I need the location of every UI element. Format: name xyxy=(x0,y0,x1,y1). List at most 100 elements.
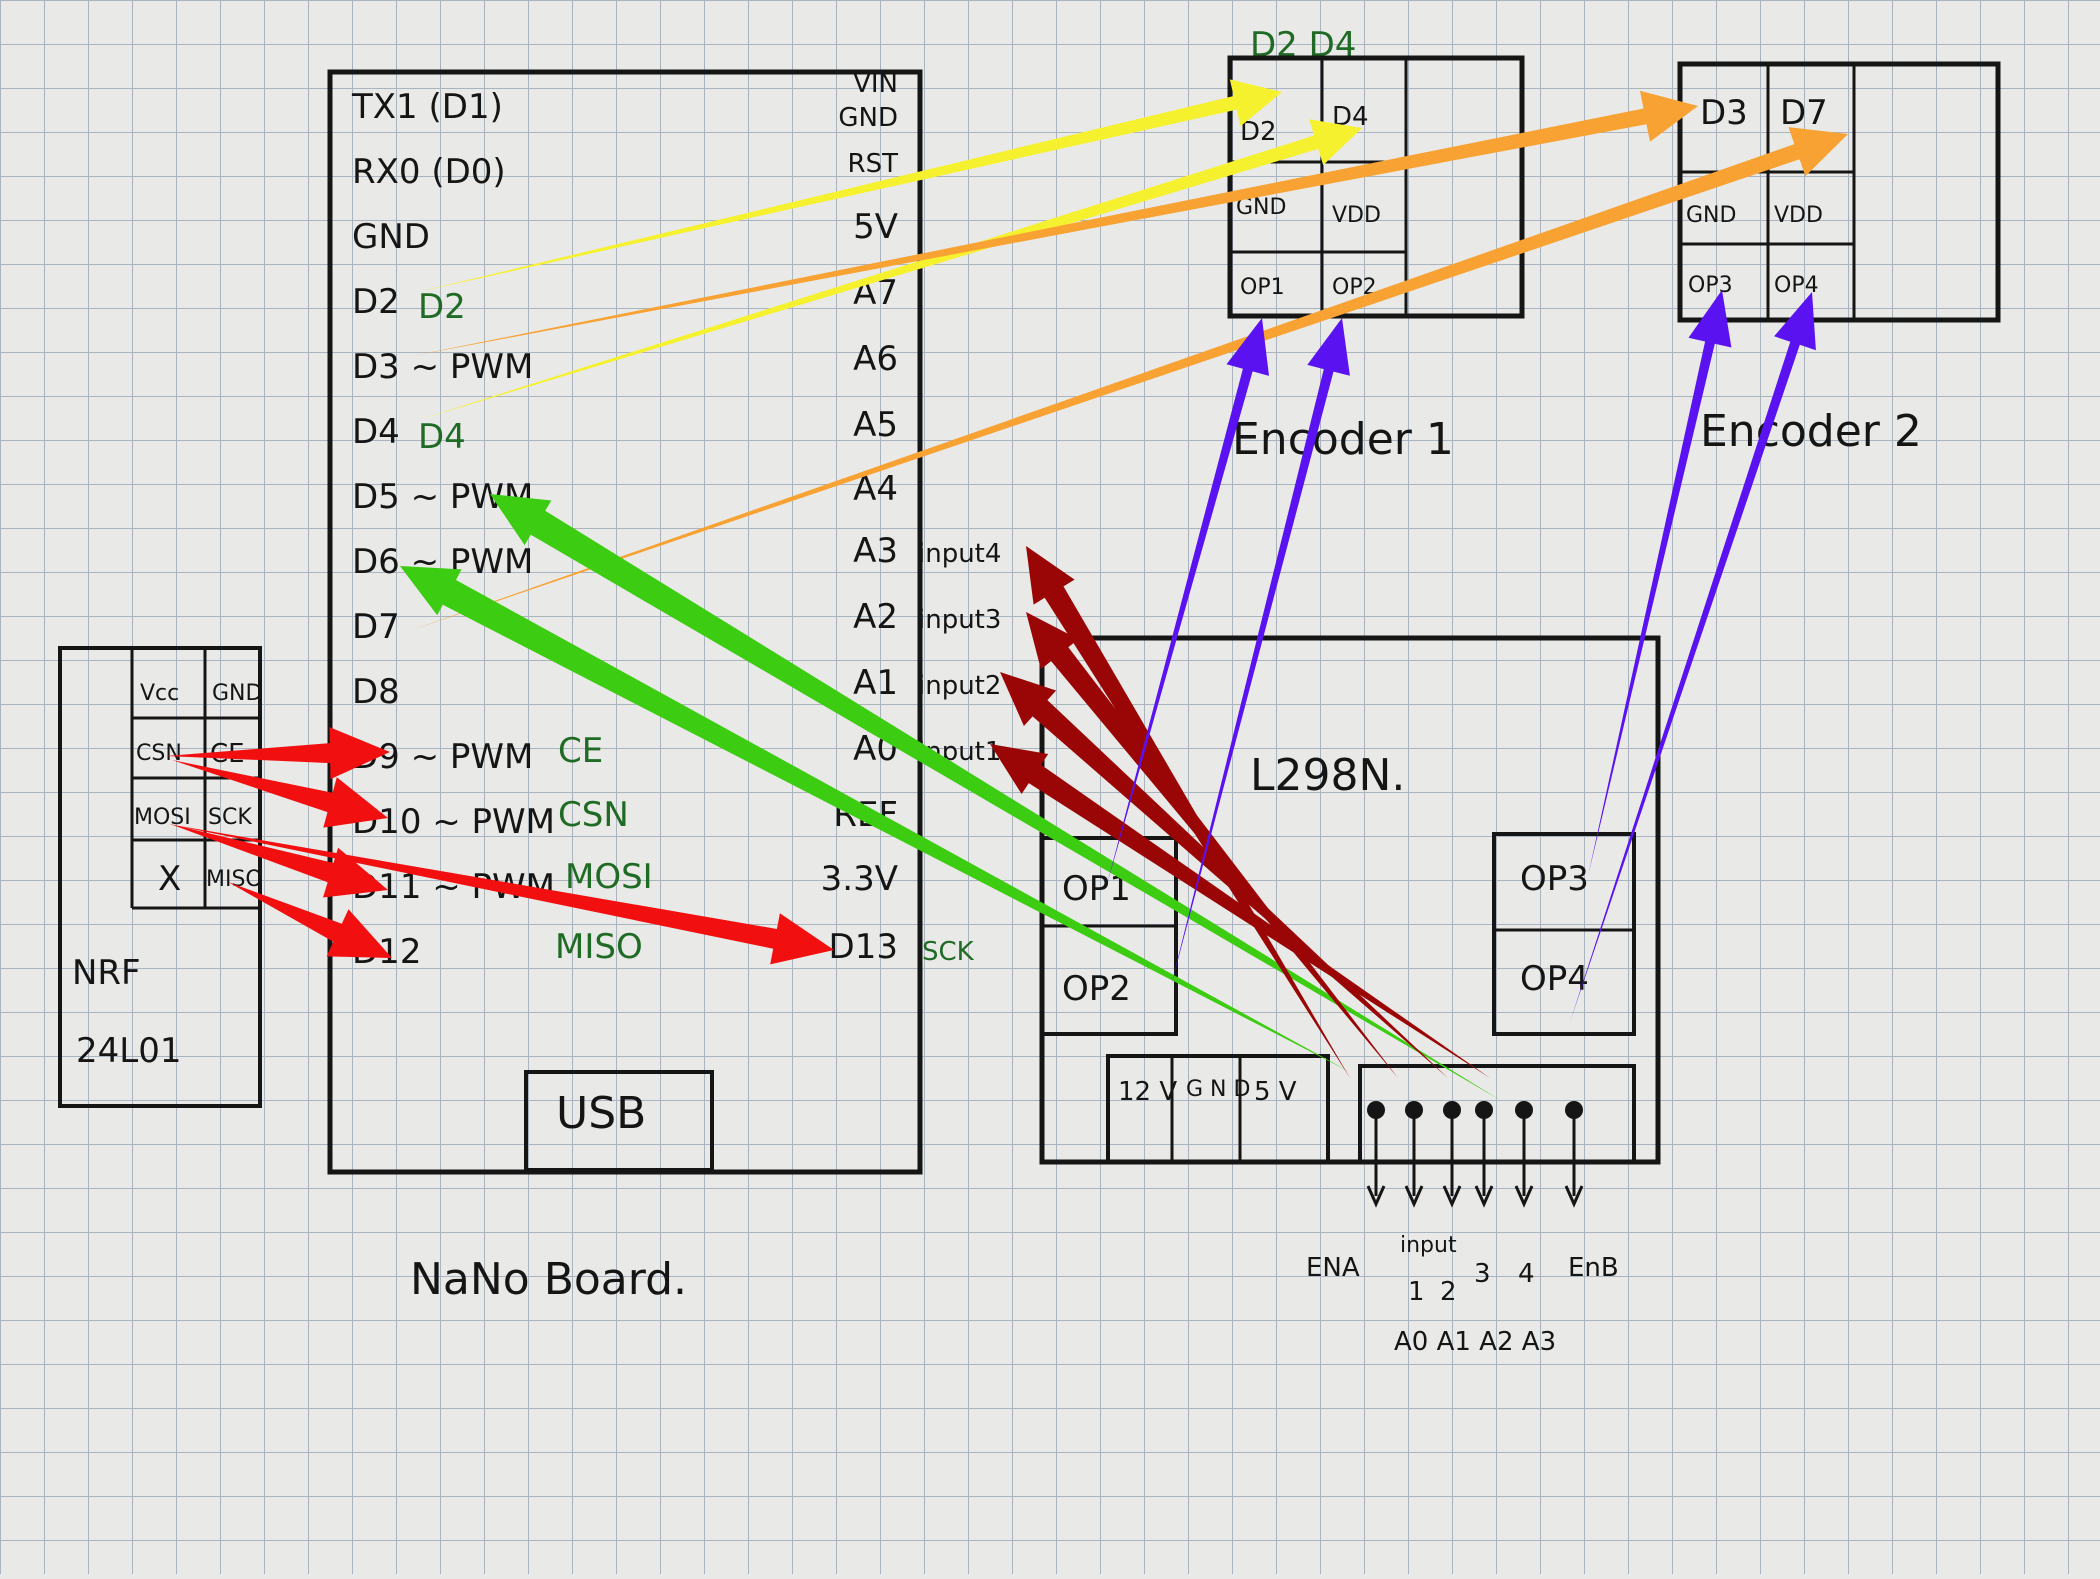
nrf-pin-miso: MISO xyxy=(206,867,263,892)
arrow-green xyxy=(490,494,1500,1100)
nano-right-pin: A1 xyxy=(853,663,898,703)
nrf-pin-x: X xyxy=(158,859,181,899)
nano-right-pin: A3 xyxy=(853,531,898,571)
encoder2-cell-gnd: GND xyxy=(1686,203,1736,228)
arrow-red xyxy=(170,824,388,898)
nrf-name-line1: NRF xyxy=(72,953,141,993)
l298n-name: L298N. xyxy=(1250,750,1405,801)
encoder2-cell-op3: OP3 xyxy=(1688,273,1733,298)
usb-label: USB xyxy=(556,1088,646,1139)
encoder1-name: Encoder 1 xyxy=(1232,414,1454,465)
nano-left-pin: D3 ~ PWM xyxy=(352,347,533,387)
nano-note-input4: input4 xyxy=(918,539,1001,569)
l298n-op2: OP2 xyxy=(1062,969,1131,1009)
arrow-orange xyxy=(412,127,1848,630)
nano-note-input2: input2 xyxy=(918,671,1001,701)
encoder2-name: Encoder 2 xyxy=(1700,406,1922,457)
nano-note-mosi: MOSI xyxy=(565,857,653,897)
nano-board-name: NaNo Board. xyxy=(410,1254,687,1305)
encoder2-cell-d3: D3 xyxy=(1700,93,1748,133)
header-pin xyxy=(1515,1101,1533,1119)
nrf-pin-gnd: GND xyxy=(212,681,262,706)
arrow-red xyxy=(228,882,392,958)
nrf-pin-vcc: Vcc xyxy=(140,681,179,706)
usb-port xyxy=(524,1070,714,1172)
arrow-green xyxy=(400,566,1350,1072)
header-pin-arrowhead xyxy=(1514,1185,1534,1208)
l298n-label-enb: EnB xyxy=(1568,1253,1619,1283)
l298n-5v: 5 V xyxy=(1254,1077,1297,1107)
nano-right-pin: GND xyxy=(838,103,898,133)
nano-note-miso: MISO xyxy=(555,927,643,967)
header-pin-arrowhead xyxy=(1564,1185,1584,1208)
nano-note-sck: SCK xyxy=(922,937,975,967)
header-pin xyxy=(1367,1101,1385,1119)
nano-left-pin: D4 xyxy=(352,412,400,452)
l298n-label-2: 2 xyxy=(1440,1277,1457,1307)
nano-left-pin: D7 xyxy=(352,607,400,647)
nrf-pin-mosi: MOSI xyxy=(134,805,191,830)
nano-right-pin: A6 xyxy=(853,339,898,379)
encoder1-cell-op1: OP1 xyxy=(1240,275,1285,300)
header-pin-arrowhead xyxy=(1404,1185,1424,1208)
arrow-red xyxy=(172,760,388,828)
encoder2-cell-d7: D7 xyxy=(1780,93,1828,133)
l298n-label-3: 3 xyxy=(1474,1259,1491,1289)
nano-right-pin: A2 xyxy=(853,597,898,637)
nano-left-pin: TX1 (D1) xyxy=(351,87,503,127)
l298n-label-1: 1 xyxy=(1408,1277,1425,1307)
l298n-op-right-block xyxy=(1492,832,1636,1036)
nano-note-csn: CSN xyxy=(558,795,629,835)
nano-left-pin: D2 xyxy=(352,282,400,322)
nrf-name-line2: 24L01 xyxy=(76,1031,181,1071)
nano-note-d2: D2 xyxy=(418,287,466,327)
nano-right-pin: RST xyxy=(848,149,899,179)
nano-left-pin: GND xyxy=(352,217,430,257)
nano-right-pin: A5 xyxy=(853,405,898,445)
nrf-pin-csn: CSN xyxy=(136,741,182,766)
header-pin-arrowhead xyxy=(1474,1185,1494,1208)
nrf-outline xyxy=(58,646,262,1108)
l298n-label-ena: ENA xyxy=(1306,1253,1360,1283)
nano-note-input3: input3 xyxy=(918,605,1001,635)
l298n-label-input: input xyxy=(1400,1233,1457,1258)
nano-left-pin: RX0 (D0) xyxy=(352,152,506,192)
l298n-op3: OP3 xyxy=(1520,859,1589,899)
header-pin xyxy=(1443,1101,1461,1119)
nano-right-pin: D13 xyxy=(829,927,898,967)
nano-left-pin: D9 ~ PWM xyxy=(352,737,533,777)
header-pin xyxy=(1565,1101,1583,1119)
nano-left-pin: D10 ~ PWM xyxy=(352,802,555,842)
arrow-red xyxy=(166,727,390,780)
arrow-darkred xyxy=(990,744,1490,1078)
nano-note-d4: D4 xyxy=(418,417,466,457)
header-pin xyxy=(1475,1101,1493,1119)
connection-arrows xyxy=(166,79,1848,1100)
nano-note-ce: CE xyxy=(558,731,603,771)
encoder-1: D2 D4 D2 D4 GND VDD OP1 OP2 Encoder 1 xyxy=(1227,25,1525,465)
encoder2-cell-vdd: VDD xyxy=(1774,203,1823,228)
l298n-driver: L298N. OP1 OP2 OP3 OP4 12 V G N D 5 V EN… xyxy=(1039,635,1661,1357)
l298n-label-analog: A0 A1 A2 A3 xyxy=(1394,1327,1556,1357)
nrf-pin-sck: SCK xyxy=(208,805,252,830)
nano-right-pin: VIN xyxy=(853,69,898,99)
header-pin-arrowhead xyxy=(1366,1185,1386,1208)
encoder1-cell-d2: D2 xyxy=(1240,117,1277,147)
nano-right-pin: 3.3V xyxy=(821,859,898,899)
l298n-op4: OP4 xyxy=(1520,959,1589,999)
l298n-12v: 12 V xyxy=(1118,1077,1177,1107)
encoder1-cell-vdd: VDD xyxy=(1332,203,1381,228)
nano-left-pin: D8 xyxy=(352,672,400,712)
header-pin xyxy=(1405,1101,1423,1119)
l298n-gnd: G N D xyxy=(1186,1077,1250,1102)
l298n-header-block xyxy=(1358,1064,1636,1164)
l298n-header-pins xyxy=(1366,1101,1584,1208)
arrow-blue xyxy=(1570,292,1816,1022)
encoder-2: D3 D7 GND VDD OP3 OP4 Encoder 2 xyxy=(1677,61,2001,457)
nano-right-pin: 5V xyxy=(853,207,898,247)
arrow-darkred xyxy=(1026,612,1398,1078)
